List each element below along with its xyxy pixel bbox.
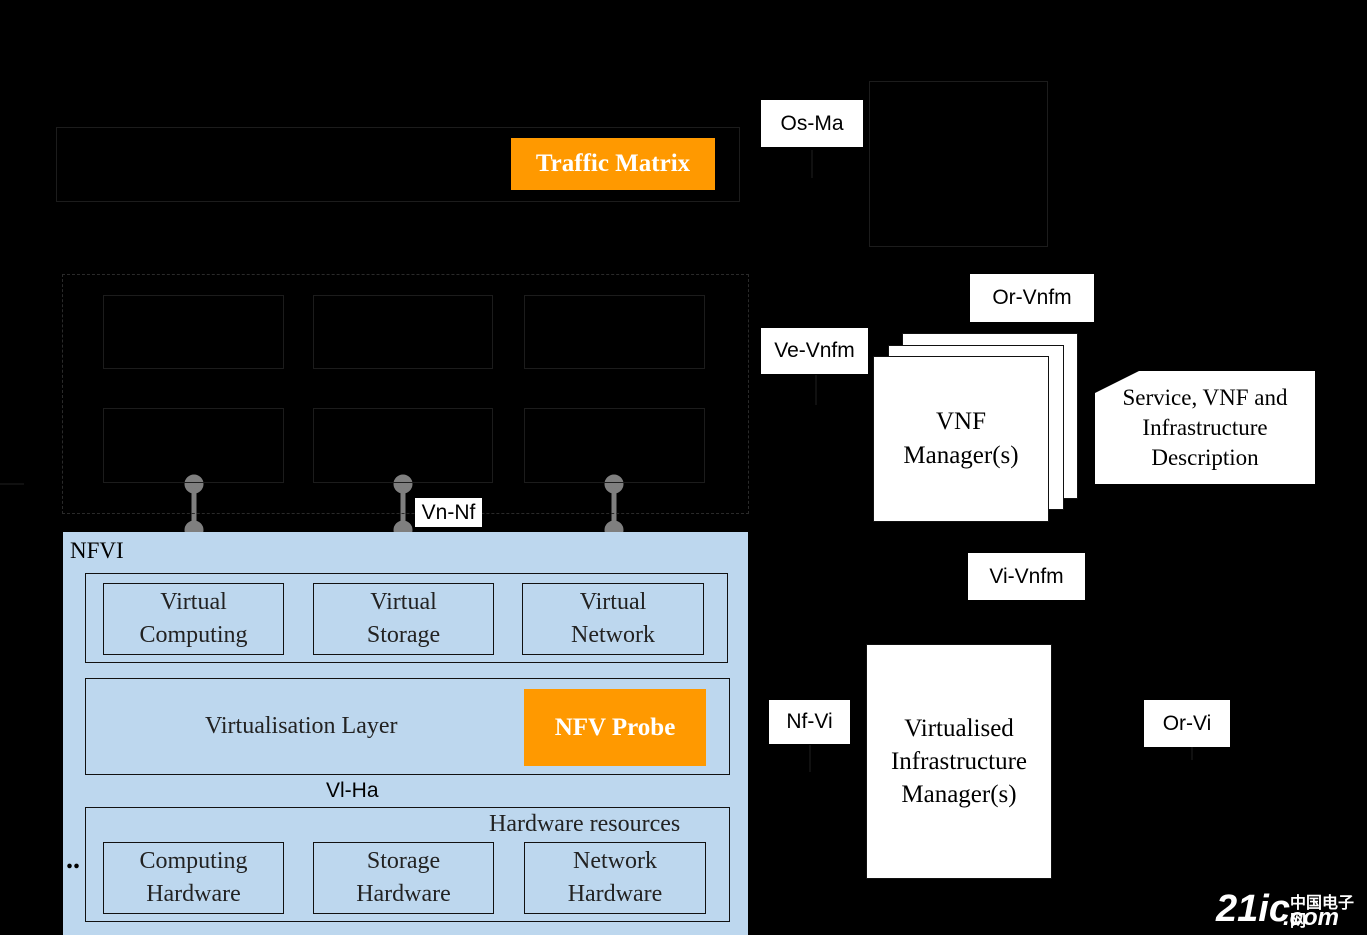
hardware-resources-title: Hardware resources [489,811,681,837]
em-box-1 [103,295,284,369]
network-hardware-box: Network Hardware [524,842,706,914]
hardware-ellipsis: .. [66,844,80,875]
vnf-box-2 [313,408,493,483]
or-vi-label: Or-Vi [1144,700,1230,747]
vn-nf-pin-top-3 [604,474,624,494]
vi-vnfm-label: Vi-Vnfm [968,553,1085,600]
oss-bss-box [56,127,740,202]
nfv-probe-box: NFV Probe [524,689,706,766]
vl-ha-label: Vl-Ha [326,779,379,802]
vnf-manager-box: VNF Manager(s) [873,356,1049,522]
os-ma-label: Os-Ma [761,100,863,147]
vn-nf-pin-top-2 [393,474,413,494]
em-box-2 [313,295,493,369]
vnf-area [62,274,749,514]
traffic-matrix-box: Traffic Matrix [511,138,715,190]
nfvi-title: NFVI [70,538,124,563]
orchestrator-box [869,81,1048,247]
vn-nf-pin-top-1 [184,474,204,494]
em-box-3 [524,295,705,369]
ve-vnfm-label: Ve-Vnfm [761,328,868,374]
watermark-domain: .com [1283,904,1340,931]
computing-hardware-box: Computing Hardware [103,842,284,914]
nf-vi-label: Nf-Vi [769,700,850,744]
or-vnfm-label: Or-Vnfm [970,274,1094,322]
vim-box: Virtualised Infrastructure Manager(s) [866,644,1052,879]
hardware-resources-group [85,807,730,922]
vnf-box-3 [524,408,705,483]
virtual-storage-box: Virtual Storage [313,583,494,655]
service-vnf-infrastructure-description: Service, VNF and Infrastructure Descript… [1095,371,1315,484]
watermark-brand: 21ic [1216,888,1290,930]
vnf-box-1 [103,408,284,483]
virtualisation-layer-label: Virtualisation Layer [205,713,398,739]
vn-nf-label: Vn-Nf [415,498,482,527]
virtualisation-layer-box [85,678,730,775]
storage-hardware-box: Storage Hardware [313,842,494,914]
virtual-resources-group [85,573,728,663]
virtual-computing-box: Virtual Computing [103,583,284,655]
watermark-cn: 中国电子网 [1290,895,1355,930]
virtual-network-box: Virtual Network [522,583,704,655]
